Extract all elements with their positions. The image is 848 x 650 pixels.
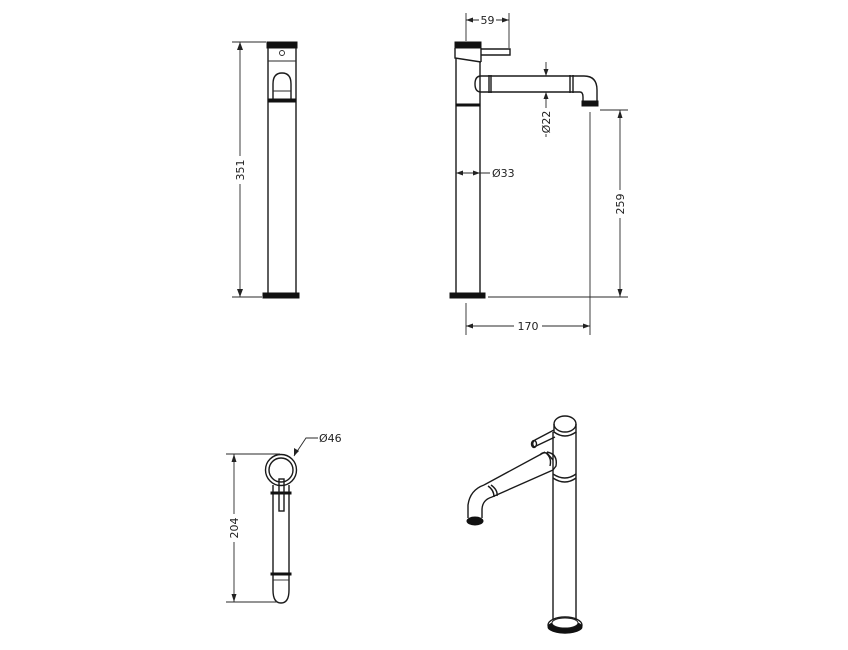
spout-joint bbox=[474, 75, 482, 93]
front-screw-icon bbox=[279, 50, 285, 56]
front-base bbox=[262, 292, 300, 299]
dim-59-label: 59 bbox=[481, 14, 495, 27]
dim-body-diameter: Ø33 bbox=[456, 167, 515, 180]
dim-overall-depth: 204 bbox=[226, 453, 280, 603]
dim-o22-label: Ø22 bbox=[540, 111, 553, 134]
side-view: 59 Ø22 Ø33 259 bbox=[449, 12, 628, 335]
dim-outlet-height: 259 bbox=[488, 109, 628, 298]
front-view: 351 bbox=[232, 41, 300, 299]
isometric-view bbox=[466, 415, 583, 634]
dim-spout-reach: 170 bbox=[465, 112, 591, 335]
dim-lever-length: 59 bbox=[465, 12, 510, 48]
dim-overall-height: 351 bbox=[232, 41, 266, 298]
dim-259-label: 259 bbox=[614, 194, 627, 215]
front-lever bbox=[272, 72, 292, 100]
dim-spout-diameter: Ø22 bbox=[538, 62, 554, 137]
dim-204-label: 204 bbox=[228, 518, 241, 539]
top-base-inner-ring bbox=[268, 457, 294, 483]
dim-170-label: 170 bbox=[518, 320, 539, 333]
top-base-outer-ring bbox=[264, 453, 298, 487]
top-lever bbox=[278, 478, 285, 512]
spout-outlet bbox=[581, 100, 599, 107]
iso-spout-outlet bbox=[466, 516, 484, 526]
dim-o33-label: Ø33 bbox=[492, 167, 515, 180]
top-view: Ø46 204 bbox=[226, 432, 342, 604]
front-top-cap bbox=[266, 41, 298, 49]
dim-o46-label: Ø46 bbox=[319, 432, 342, 445]
dim-base-diameter: Ø46 bbox=[293, 432, 342, 457]
dim-351-label: 351 bbox=[234, 160, 247, 181]
